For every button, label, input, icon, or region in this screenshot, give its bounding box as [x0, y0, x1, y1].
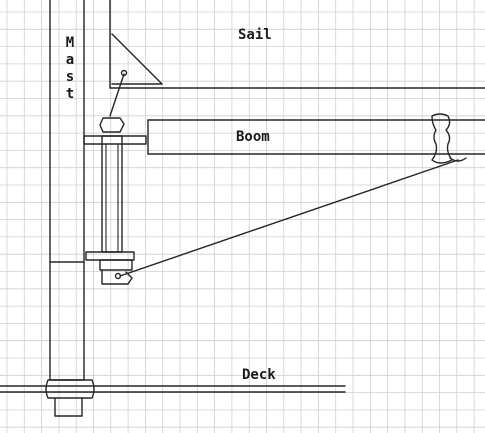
boom: [147, 113, 485, 164]
mast-track-slide: [101, 135, 123, 253]
vang-attachment-loop: [449, 157, 467, 162]
deck-label: Deck: [242, 367, 276, 383]
halyard-shackle: [120, 69, 128, 77]
mast-label-letter: s: [65, 69, 75, 85]
sail-label: Sail: [238, 27, 272, 43]
mast-label-letter: a: [65, 52, 75, 68]
boom-bail-fitting: [431, 113, 453, 164]
mast-label: M a s t: [64, 36, 76, 104]
deck: [0, 379, 346, 399]
vang-bracket: [101, 269, 133, 285]
gooseneck-clamp: [99, 117, 125, 133]
boom-vang-line: [119, 159, 459, 277]
sail: [109, 0, 485, 89]
mast-lower-section: [49, 261, 85, 381]
sail-clew-patch: [111, 33, 163, 85]
mast-partner-collar: [45, 379, 95, 399]
lower-collar-band: [99, 259, 133, 271]
halyard-line: [109, 73, 125, 117]
mast-label-letter: t: [65, 86, 75, 102]
mast-label-letter: M: [65, 35, 75, 51]
boom-label: Boom: [236, 129, 270, 145]
